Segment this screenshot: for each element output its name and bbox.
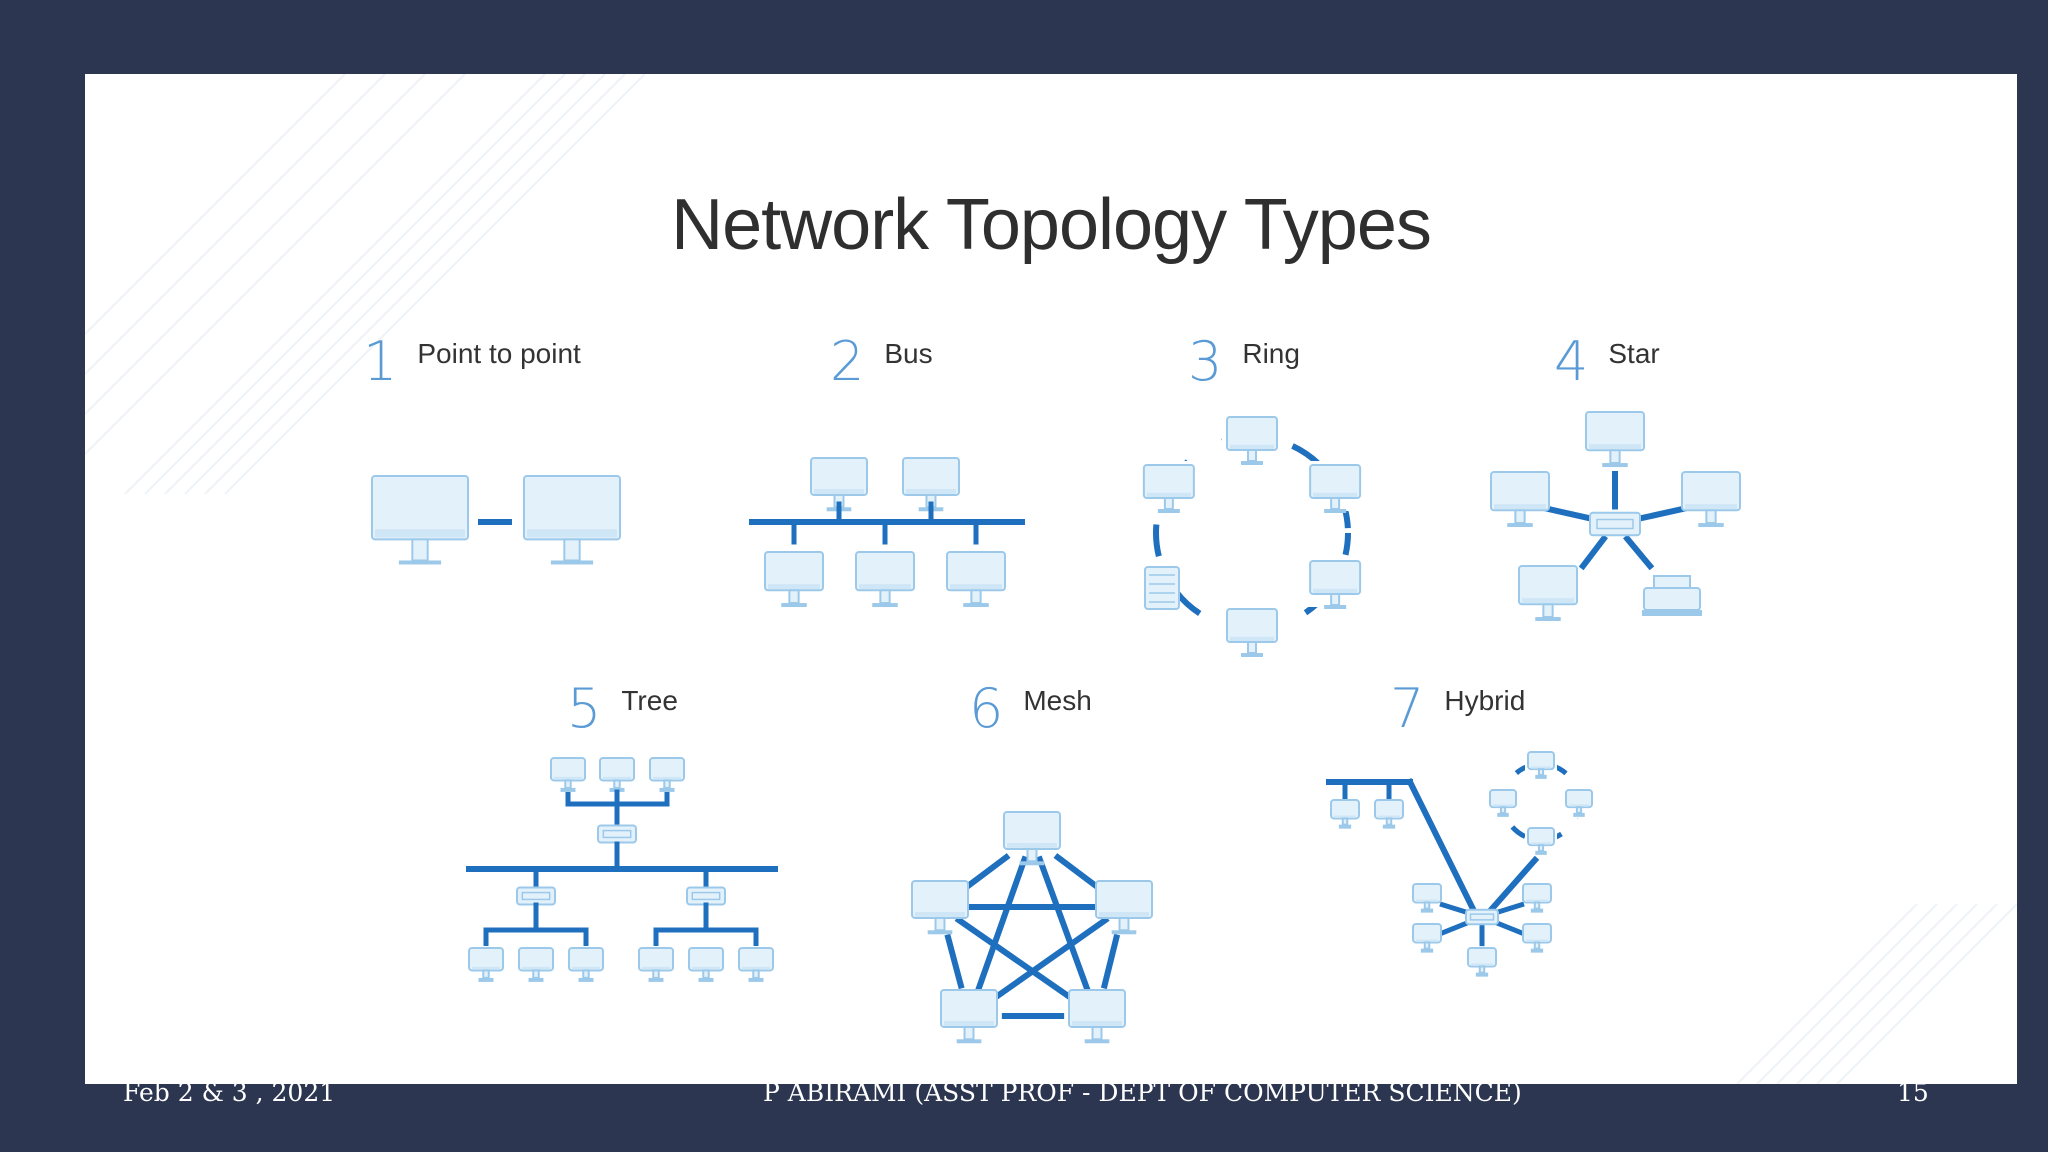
computer-icon bbox=[1309, 560, 1362, 609]
topology-label-mesh: 6 Mesh bbox=[969, 677, 1092, 740]
topology-number: 2 bbox=[830, 330, 865, 393]
computer-icon bbox=[1095, 880, 1153, 935]
computer-icon bbox=[1522, 883, 1552, 913]
computer-icon bbox=[1309, 464, 1362, 513]
computer-icon bbox=[371, 475, 469, 565]
computer-icon bbox=[1681, 471, 1741, 528]
diagram-mesh bbox=[911, 811, 1153, 1044]
topology-name: Ring bbox=[1242, 338, 1300, 369]
diagram-point-to-point bbox=[371, 475, 621, 565]
topology-name: Star bbox=[1608, 338, 1660, 369]
computer-icon bbox=[810, 457, 868, 512]
topology-label-star: 4 Star bbox=[1554, 330, 1660, 393]
computer-icon bbox=[1226, 608, 1278, 657]
computer-icon bbox=[1068, 989, 1126, 1044]
server-icon bbox=[1144, 566, 1180, 610]
computer-icon bbox=[911, 880, 969, 935]
diagram-hybrid bbox=[1326, 750, 1595, 977]
topology-name: Point to point bbox=[417, 338, 581, 369]
footer-page-number: 15 bbox=[1897, 1078, 1929, 1107]
computer-icon bbox=[1467, 947, 1497, 977]
slide: Network Topology Types 1 Point to point 2… bbox=[85, 74, 2017, 1084]
footer-author: P ABIRAMI (ASST PROF - DEPT OF COMPUTER … bbox=[763, 1078, 1522, 1107]
computer-icon bbox=[1527, 751, 1555, 779]
computer-icon bbox=[1226, 416, 1278, 465]
switch-icon bbox=[597, 824, 637, 844]
computer-icon bbox=[638, 947, 674, 982]
computer-icon bbox=[550, 757, 586, 792]
diagram-ring bbox=[1134, 413, 1366, 657]
computer-icon bbox=[649, 757, 685, 792]
computer-icon bbox=[523, 475, 621, 565]
topology-name: Tree bbox=[621, 685, 678, 716]
computer-icon bbox=[1585, 411, 1645, 468]
topology-number: 7 bbox=[1390, 677, 1425, 740]
computer-icon bbox=[1565, 789, 1593, 817]
computer-icon bbox=[1374, 799, 1404, 829]
computer-icon bbox=[468, 947, 504, 982]
topology-name: Bus bbox=[884, 338, 933, 369]
computer-icon bbox=[688, 947, 724, 982]
computer-icon bbox=[946, 551, 1006, 608]
diagram-star bbox=[1490, 411, 1741, 622]
switch-icon bbox=[516, 886, 556, 906]
topology-label-point-to-point: 1 Point to point bbox=[363, 330, 581, 393]
computer-icon bbox=[1490, 471, 1550, 528]
computer-icon bbox=[738, 947, 774, 982]
slide-title: Network Topology Types bbox=[671, 185, 1432, 265]
computer-icon bbox=[1412, 883, 1442, 913]
computer-icon bbox=[1142, 464, 1195, 513]
computer-icon bbox=[1003, 811, 1061, 866]
computer-icon bbox=[568, 947, 604, 982]
switch-icon bbox=[1465, 908, 1499, 926]
topology-label-bus: 2 Bus bbox=[830, 330, 933, 393]
diagram-tree bbox=[466, 757, 778, 982]
topology-diagrams bbox=[371, 411, 1741, 1044]
topology-number: 3 bbox=[1188, 330, 1223, 393]
computer-icon bbox=[940, 989, 998, 1044]
computer-icon bbox=[518, 947, 554, 982]
topology-number: 5 bbox=[567, 677, 602, 740]
topology-label-tree: 5 Tree bbox=[567, 677, 678, 740]
switch-icon bbox=[1589, 511, 1641, 537]
diagram-bus bbox=[749, 457, 1025, 608]
computer-icon bbox=[599, 757, 635, 792]
computer-icon bbox=[1330, 799, 1360, 829]
topology-label-ring: 3 Ring bbox=[1188, 330, 1300, 393]
computer-icon bbox=[902, 457, 960, 512]
computer-icon bbox=[764, 551, 824, 608]
topology-name: Mesh bbox=[1023, 685, 1092, 716]
printer-icon bbox=[1642, 575, 1702, 616]
computer-icon bbox=[1522, 923, 1552, 953]
computer-icon bbox=[855, 551, 915, 608]
topology-number: 1 bbox=[363, 330, 398, 393]
footer-date: Feb 2 & 3 , 2021 bbox=[123, 1078, 336, 1107]
computer-icon bbox=[1518, 565, 1578, 622]
computer-icon bbox=[1527, 827, 1555, 855]
switch-icon bbox=[686, 886, 726, 906]
computer-icon bbox=[1412, 923, 1442, 953]
topology-name: Hybrid bbox=[1444, 685, 1526, 716]
computer-icon bbox=[1489, 789, 1517, 817]
topology-label-hybrid: 7 Hybrid bbox=[1390, 677, 1525, 740]
topology-number: 6 bbox=[969, 677, 1004, 740]
topology-number: 4 bbox=[1554, 330, 1589, 393]
